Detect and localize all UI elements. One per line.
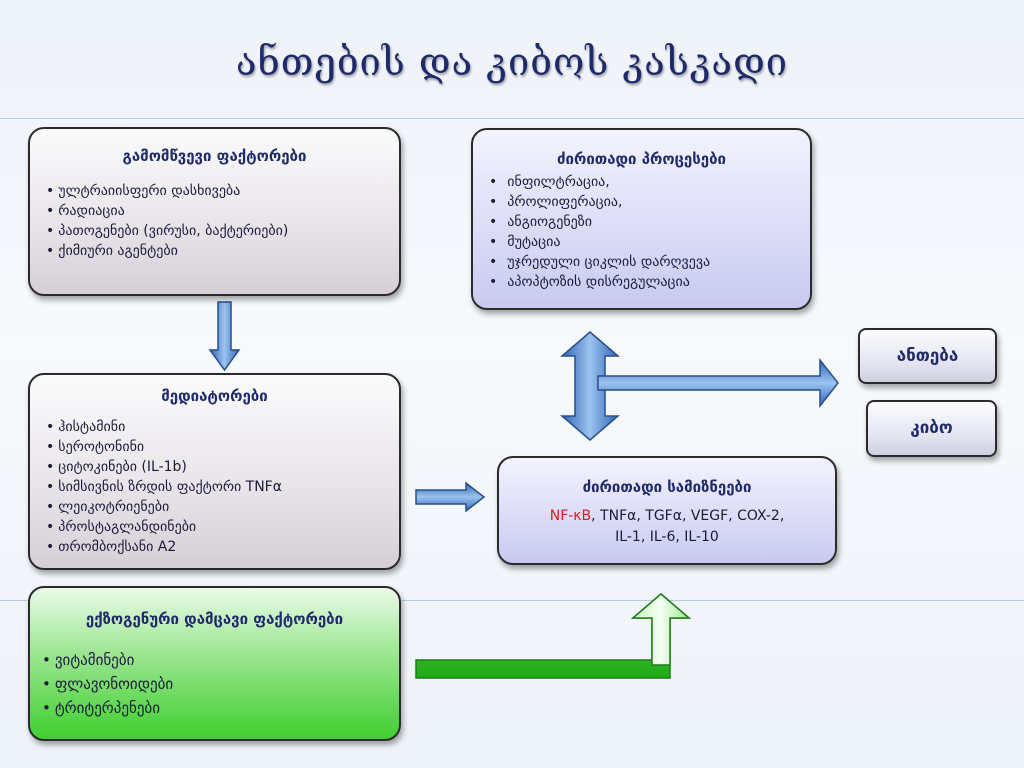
targets-line-1: NF-κB, TNFα, TGFα, VEGF, COX-2, — [511, 506, 823, 527]
protective-factors-list: ვიტამინები ფლავონოიდები ტრიტერპენები — [42, 648, 387, 720]
list-item: ჰისტამინი — [46, 417, 383, 437]
targets-line-1-rest: , TNFα, TGFα, VEGF, COX-2, — [591, 508, 785, 524]
list-item: რადიაცია — [46, 201, 383, 221]
mediators-list: ჰისტამინი სეროტონინი ციტოკინები (IL-1b) … — [46, 417, 383, 557]
list-item: ფლავონოიდები — [42, 672, 387, 696]
trigger-factors-heading: გამომწვევი ფაქტორები — [122, 147, 307, 165]
list-item: ვიტამინები — [42, 648, 387, 672]
right-arrow-small — [415, 481, 486, 513]
mediators-heading: მედიატორები — [161, 387, 268, 405]
main-targets-box: ძირითადი სამიზნეები NF-κB, TNFα, TGFα, V… — [497, 456, 837, 565]
protective-factors-heading: ექზოგენური დამცავი ფაქტორები — [85, 610, 344, 628]
list-item: უჯრედული ციკლის დარღვევა — [489, 252, 794, 272]
list-item: სეროტონინი — [46, 437, 383, 457]
list-item: თრომბოქსანი A2 — [46, 537, 383, 557]
down-arrow — [208, 301, 241, 372]
list-item: პროლიფერაცია, — [489, 192, 794, 212]
list-item: ქიმიური აგენტები — [46, 241, 383, 261]
trigger-factors-box: გამომწვევი ფაქტორები ულტრაიისფერი დასხივ… — [28, 127, 401, 296]
list-item: ინფილტრაცია, — [489, 172, 794, 192]
inflammation-label: ანთება — [896, 346, 959, 366]
list-item: ულტრაიისფერი დასხივება — [46, 181, 383, 201]
list-item: მუტაცია — [489, 232, 794, 252]
cancer-box: კიბო — [866, 400, 997, 457]
list-item: ტრიტერპენები — [42, 696, 387, 720]
divider-bottom — [0, 600, 1024, 601]
trigger-factors-list: ულტრაიისფერი დასხივება რადიაცია პათოგენე… — [46, 181, 383, 261]
inflammation-box: ანთება — [858, 328, 997, 384]
list-item: ანგიოგენეზი — [489, 212, 794, 232]
targets-line-2: IL-1, IL-6, IL-10 — [615, 529, 719, 545]
main-processes-box: ძირითადი პროცესები ინფილტრაცია, პროლიფერ… — [471, 128, 812, 310]
page-title: ანთების და კიბოს კასკადი — [235, 40, 789, 84]
list-item: ციტოკინები (IL-1b) — [46, 457, 383, 477]
list-item: აპოპტოზის დისრეგულაცია — [489, 272, 794, 292]
cancer-label: კიბო — [910, 418, 953, 438]
double-vertical-arrow — [559, 331, 621, 441]
list-item: პათოგენები (ვირუსი, ბაქტერიები) — [46, 221, 383, 241]
main-processes-heading: ძირითადი პროცესები — [557, 150, 726, 168]
divider-top — [0, 118, 1024, 119]
nfkb-label: NF-κB — [549, 508, 592, 524]
main-processes-list: ინფილტრაცია, პროლიფერაცია, ანგიოგენეზი მ… — [489, 172, 794, 292]
main-targets-heading: ძირითადი სამიზნეები — [582, 478, 752, 496]
right-arrow-outcomes — [597, 357, 839, 409]
list-item: ლეიკოტრიენები — [46, 497, 383, 517]
mediators-box: მედიატორები ჰისტამინი სეროტონინი ციტოკინ… — [28, 373, 401, 570]
protective-factors-box: ექზოგენური დამცავი ფაქტორები ვიტამინები … — [28, 586, 401, 741]
list-item: პროსტაგლანდინები — [46, 517, 383, 537]
list-item: სიმსივნის ზრდის ფაქტორი TNFα — [46, 477, 383, 497]
